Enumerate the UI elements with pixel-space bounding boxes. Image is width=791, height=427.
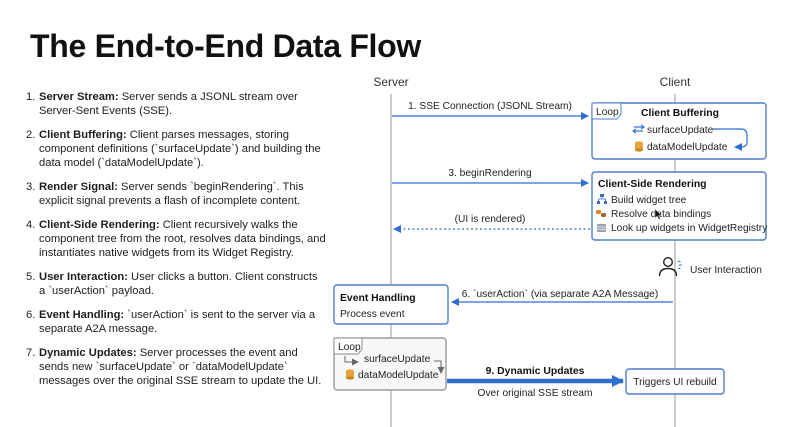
step-text: Server sends `beginRendering`. This expl… bbox=[39, 181, 304, 208]
step-text: Client parses messages, storing componen… bbox=[39, 128, 321, 170]
server-loop-item-datamodelupdate: dataModelUpdate bbox=[358, 370, 439, 381]
event-handling-title: Event Handling bbox=[340, 293, 416, 304]
database-icon bbox=[346, 369, 354, 380]
msg-dynamic-updates-sublabel: Over original SSE stream bbox=[478, 388, 593, 399]
ui-rendered-label: (UI is rendered) bbox=[455, 214, 526, 225]
step-title: Render Signal: bbox=[39, 181, 118, 194]
step-number: 6. bbox=[26, 308, 36, 321]
step-text: Server sends a JSONL stream over Server-… bbox=[39, 91, 298, 118]
triggers-ui-rebuild-box: Triggers UI rebuild bbox=[625, 368, 725, 395]
msg-user-action-label: 6. `userAction` (via separate A2A Messag… bbox=[462, 288, 659, 300]
rendering-item-resolve-bindings: Resolve data bindings bbox=[611, 209, 711, 220]
triggers-ui-rebuild-label: Triggers UI rebuild bbox=[633, 377, 717, 388]
step-number: 7. bbox=[26, 346, 36, 359]
user-interaction-label: User Interaction bbox=[690, 265, 762, 276]
sync-arrows-icon bbox=[632, 124, 645, 134]
client-lifeline-label: Client bbox=[660, 75, 691, 89]
step-title: Client-Side Rendering: bbox=[39, 218, 160, 231]
database-icon bbox=[635, 141, 643, 152]
step-item: 5.User Interaction: User clicks a button… bbox=[26, 270, 326, 298]
cursor-icon bbox=[654, 208, 662, 220]
step-text: Server processes the event and sends new… bbox=[39, 346, 322, 388]
step-item: 2.Client Buffering: Client parses messag… bbox=[26, 128, 326, 171]
client-buffering-box: Loop Client Buffering surfaceUpdate data… bbox=[591, 102, 767, 160]
step-title: Server Stream: bbox=[39, 91, 119, 103]
event-handling-subtitle: Process event bbox=[340, 309, 405, 320]
step-item: 6.Event Handling: `userAction` is sent t… bbox=[26, 308, 326, 336]
step-title: User Interaction: bbox=[39, 271, 128, 284]
step-text: User clicks a button. Client constructs … bbox=[39, 271, 318, 298]
server-lifeline-label: Server bbox=[373, 75, 408, 89]
server-loop-arrow-in bbox=[344, 356, 359, 366]
rendering-item-lookup-registry: Look up widgets in WidgetRegistry bbox=[611, 223, 768, 234]
buffering-item-datamodelupdate: dataModelUpdate bbox=[647, 142, 728, 153]
buffering-title: Client Buffering bbox=[641, 108, 719, 119]
step-item: 7.Dynamic Updates: Server processes the … bbox=[26, 346, 326, 389]
step-number: 5. bbox=[26, 271, 36, 284]
msg-begin-rendering-label: 3. beginRendering bbox=[448, 168, 532, 179]
client-side-rendering-box: Client-Side Rendering Build widget tree … bbox=[591, 171, 768, 241]
rendering-item-build-tree: Build widget tree bbox=[611, 195, 687, 206]
link-icon bbox=[596, 210, 606, 217]
steps-list: 1.Server Stream: Server sends a JSONL st… bbox=[26, 90, 326, 398]
step-item: 4.Client-Side Rendering: Client recursiv… bbox=[26, 218, 326, 261]
registry-icon bbox=[597, 224, 606, 232]
step-text: `userAction` is sent to the server via a… bbox=[39, 308, 316, 336]
rendering-title: Client-Side Rendering bbox=[598, 179, 707, 190]
user-icon bbox=[658, 257, 682, 277]
step-number: 4. bbox=[26, 218, 36, 231]
tree-icon bbox=[597, 194, 607, 204]
step-title: Dynamic Updates: bbox=[39, 346, 137, 359]
step-number: 2. bbox=[26, 128, 36, 141]
step-text: Client recursively walks the component t… bbox=[39, 218, 326, 260]
buffering-item-surfaceupdate: surfaceUpdate bbox=[647, 125, 714, 136]
step-number: 1. bbox=[26, 91, 36, 103]
step-item: 3.Render Signal: Server sends `beginRend… bbox=[26, 180, 326, 208]
event-handling-box: Event Handling Process event bbox=[333, 284, 449, 325]
server-loop-tag: Loop bbox=[338, 342, 361, 353]
server-loop-box: Loop surfaceUpdate dataModelUpdate bbox=[333, 337, 447, 391]
page-title: The End-to-End Data Flow bbox=[30, 28, 421, 64]
server-loop-arrow-out bbox=[434, 360, 445, 374]
buffering-loop-tag: Loop bbox=[596, 107, 619, 118]
step-item: 1.Server Stream: Server sends a JSONL st… bbox=[26, 90, 326, 118]
msg-sse-connection-label: 1. SSE Connection (JSONL Stream) bbox=[408, 101, 572, 112]
buffering-loop-arrow bbox=[713, 128, 748, 151]
step-number: 3. bbox=[26, 181, 36, 194]
step-title: Event Handling: bbox=[39, 308, 125, 321]
step-title: Client Buffering: bbox=[39, 128, 127, 141]
server-loop-item-surfaceupdate: surfaceUpdate bbox=[364, 354, 431, 365]
msg-dynamic-updates-label: 9. Dynamic Updates bbox=[486, 366, 585, 377]
